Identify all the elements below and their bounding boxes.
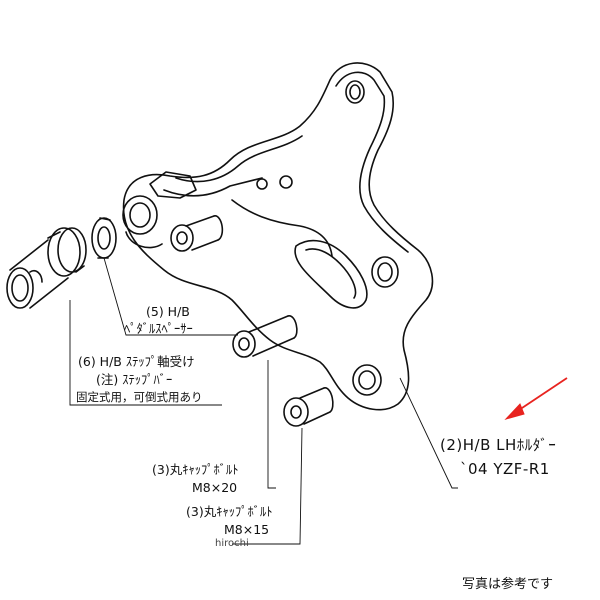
leader-holder <box>399 377 458 489</box>
watermark: hirochi <box>215 538 249 549</box>
footer-note: 写真は参考です <box>462 577 554 592</box>
red-arrow-icon <box>504 377 568 420</box>
step-label-line3: 固定式用，可倒式用あり <box>76 390 203 404</box>
leader-bolt20 <box>267 360 276 489</box>
leader-spacer <box>103 257 238 336</box>
pedal-spacer <box>91 217 117 259</box>
spacer-label-line1: (5) H/B <box>146 304 190 319</box>
bolt20-label-line2: M8×20 <box>192 480 238 495</box>
bolt-m8x15 <box>283 387 334 427</box>
bolt-m8x20 <box>232 315 298 358</box>
step-pivot <box>6 227 87 309</box>
spacer-label-line2: ﾍﾟﾀﾞﾙｽﾍﾟｰｻｰ <box>124 321 193 336</box>
bolt15-label-line2: M8×15 <box>224 522 270 537</box>
bolt20-label-line1: (3)丸ｷｬｯﾌﾟﾎﾞﾙﾄ <box>152 462 239 477</box>
holder-label-line2: `04 YZF-R1 <box>460 460 550 478</box>
holder-label-line1: (2)H/B LHﾎﾙﾀﾞｰ <box>440 436 557 454</box>
step-label-line2: (注) ｽﾃｯﾌﾟﾊﾞｰ <box>96 372 173 387</box>
bolt15-label-line1: (3)丸ｷｬｯﾌﾟﾎﾞﾙﾄ <box>186 504 273 519</box>
step-label-line1: (6) H/B ｽﾃｯﾌﾟ軸受け <box>78 354 195 369</box>
holder-plate <box>122 62 434 411</box>
plate-bolt <box>170 215 224 252</box>
leader-step <box>69 300 222 406</box>
leader-bolt15 <box>232 427 303 545</box>
